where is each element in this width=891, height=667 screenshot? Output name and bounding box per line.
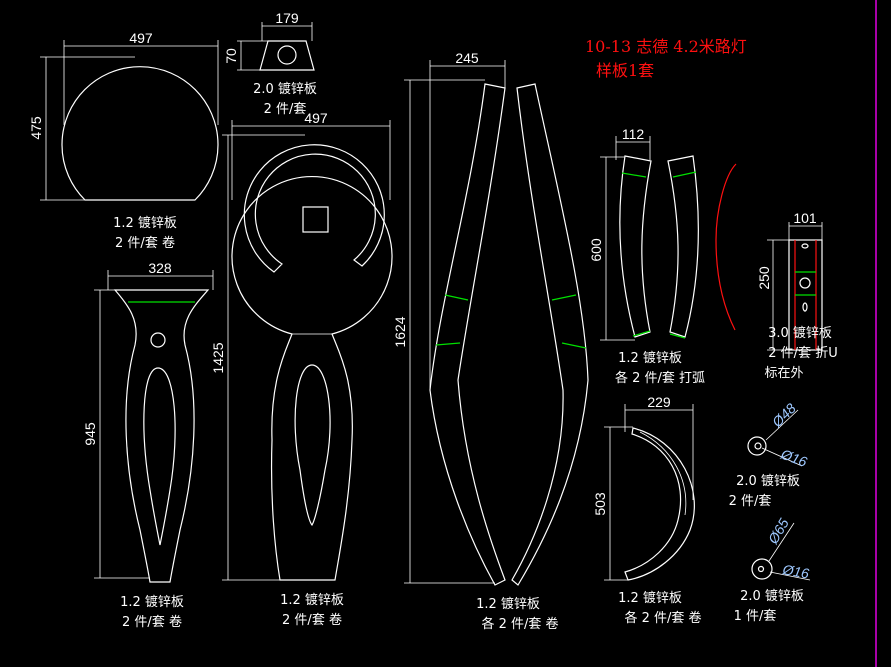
dim-width: 101 [793, 210, 817, 226]
part-long-strips[interactable]: 245 1624 1.2 镀锌板 各 2 件/套 卷 [392, 50, 589, 632]
part-label: 3.0 镀锌板 [768, 325, 832, 341]
part-quantity: 各 2 件/套 卷 [624, 610, 701, 626]
part-crescent[interactable]: 229 503 1.2 镀锌板 各 2 件/套 卷 [592, 394, 702, 626]
part-label: 2.0 镀锌板 [736, 473, 800, 489]
dim-width: 497 [304, 110, 328, 126]
part-vase-body[interactable]: 328 945 1.2 镀锌板 2 件/套 卷 [82, 260, 214, 630]
dim-width: 229 [647, 394, 671, 410]
dim-height: 475 [28, 116, 44, 140]
part-quantity: 2 件/套 卷 [282, 612, 342, 628]
part-quantity: 1 件/套 [734, 608, 777, 624]
part-quantity: 2 件/套 卷 [115, 235, 175, 251]
dim-width: 245 [455, 50, 479, 66]
dim-width: 328 [148, 260, 172, 276]
dim-height: 945 [82, 422, 98, 446]
part-quantity: 2 件/套 卷 [122, 614, 182, 630]
part-label: 1.2 镀锌板 [120, 594, 184, 610]
part-round-plate[interactable]: 497 475 1.2 镀锌板 2 件/套 卷 [28, 30, 219, 251]
part-label: 1.2 镀锌板 [618, 350, 682, 366]
part-label: 2.0 镀锌板 [740, 588, 804, 604]
dim-outer-diameter: Ø48 [768, 400, 799, 431]
dim-inner-diameter: Ø16 [780, 561, 810, 582]
drawing-title: 10-13 志德 4.2米路灯 [585, 37, 747, 56]
dim-inner-diameter: Ø16 [778, 445, 809, 470]
drawing-subtitle: 样板1套 [596, 61, 654, 80]
part-quantity: 2 件/套 [729, 493, 772, 509]
part-quantity: 各 2 件/套 卷 [481, 616, 558, 632]
dim-width: 179 [275, 10, 299, 26]
dim-height: 503 [592, 492, 608, 516]
dim-height: 600 [588, 238, 604, 262]
part-curved-strips[interactable]: 112 600 1.2 镀锌板 各 2 件/套 打弧 [588, 126, 737, 386]
dim-height: 1624 [392, 316, 408, 347]
dim-width: 497 [129, 30, 153, 46]
dim-width: 112 [622, 126, 645, 142]
part-note: 标在外 [764, 366, 803, 381]
part-quantity: 2 件/套 [264, 101, 307, 117]
dim-height: 70 [223, 48, 239, 64]
part-washer-48[interactable]: Ø48 Ø16 2.0 镀锌板 2 件/套 [729, 400, 810, 509]
dim-height: 250 [756, 266, 772, 290]
part-label: 1.2 镀锌板 [618, 590, 682, 606]
part-label: 2.0 镀锌板 [253, 81, 317, 97]
part-label: 1.2 镀锌板 [113, 215, 177, 231]
part-small-bracket[interactable]: 179 70 2.0 镀锌板 2 件/套 [223, 10, 317, 117]
part-quantity: 2 件/套 折U [768, 345, 837, 361]
part-washer-65[interactable]: Ø65 Ø16 2.0 镀锌板 1 件/套 [734, 515, 811, 624]
part-label: 1.2 镀锌板 [476, 596, 540, 612]
part-ring-body[interactable]: 497 1425 1.2 镀锌板 2 件/套 卷 [210, 110, 393, 628]
dim-outer-diameter: Ø65 [764, 515, 792, 547]
part-u-bracket[interactable]: 101 250 3.0 镀锌板 2 件/套 折U 标在外 [756, 210, 838, 381]
dim-height: 1425 [210, 342, 226, 373]
part-label: 1.2 镀锌板 [280, 592, 344, 608]
part-quantity: 各 2 件/套 打弧 [615, 370, 705, 386]
